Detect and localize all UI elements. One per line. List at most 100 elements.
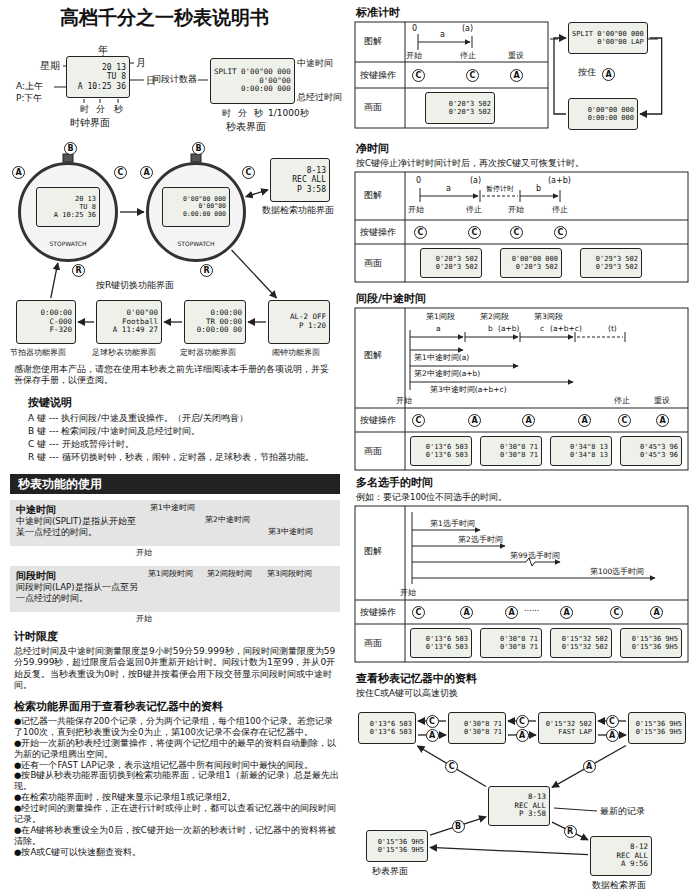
lcd-reading: 0'30"8 71 (500, 635, 538, 643)
lcd-screen: 0'20"3 5020'20"3 502 (425, 92, 495, 124)
key-button-letter: A (140, 166, 153, 179)
text-label: 按C键停止净计时时间计时后，再次按C键又可恢复计时。 (356, 158, 584, 169)
lcd-reading: 0'15"32 502 (562, 635, 608, 643)
lcd-reading: P 3:58 (297, 185, 326, 194)
connector-arrow (248, 321, 266, 322)
text-label: 总经过时间及中途时间测量限度是9小时59分59.999秒，间段时间测量限度为59… (14, 646, 339, 691)
lcd-reading: 0:00:00 000 (241, 85, 291, 94)
lcd-screen: 0'15"32 502FAST LAP (538, 712, 596, 744)
key-button-letter: A (578, 414, 591, 427)
connector-arrow (430, 817, 486, 835)
edge-label: C (426, 715, 439, 728)
text-label: 第3中途时间(a+b+c) (430, 385, 507, 394)
text-label: 画面 (364, 258, 382, 269)
text-label: 间段计数器 (152, 74, 197, 85)
text-label: 闹钟功能界面 (272, 348, 320, 358)
decor-line (410, 337, 463, 338)
decor-line (191, 154, 201, 162)
text-label: b (488, 324, 493, 333)
text-label: 重设 (508, 51, 524, 61)
decor-line (355, 22, 548, 128)
lcd-reading: C-000 (49, 318, 72, 327)
panel-heading: 中途时间 (16, 503, 140, 516)
lcd-reading: SPLIT 0'00"00 000 (214, 68, 291, 77)
lcd-screen: 0'13"6 5030'13"6 503 (410, 436, 472, 466)
decor-line (577, 337, 623, 338)
decor-line (420, 196, 478, 197)
text-label: 按键操作 (360, 415, 396, 426)
text-label: 停止 (466, 205, 482, 215)
bullet-item: ●在A键将秒表重设全为0后，按C键开始一次新的秒表计时，记忆器中的资料将被清除。 (14, 825, 339, 847)
bullet-item: ●在检索功能界面时，按R键来显示记录组1或记录组2。 (14, 792, 339, 803)
text-label: 足球秒表功能界面 (92, 348, 156, 358)
lcd-reading: 0'29"3 502 (596, 263, 638, 271)
lcd-reading: 0'00"00 000 (183, 196, 226, 203)
lcd-reading: 0'15"36 9H5 (378, 838, 424, 846)
connector-arrow (232, 250, 277, 298)
section-heading: 计时限度 (14, 630, 58, 644)
text-label: 第3间段 (534, 312, 563, 321)
lcd-reading: 8-13 (528, 793, 546, 802)
lcd-screen: AL-2 OFFP 1:20 (268, 300, 330, 344)
lcd-screen: 8-12REC ALLA 9:56 (590, 836, 652, 876)
text-label: 开始 (136, 614, 152, 624)
section-band: 秒表功能的使用 (10, 474, 340, 494)
decor-line (554, 808, 597, 811)
edge-label: A (516, 729, 529, 742)
key-button-letter: R (72, 264, 85, 277)
section-heading: 查看秒表记忆器中的资料 (356, 672, 477, 686)
lcd-reading: 0'30"8 71 (464, 720, 502, 728)
key-button-letter: A (656, 414, 669, 427)
text-label: 停止 (614, 396, 630, 406)
text-label: 秒表界面 (226, 121, 266, 133)
decor-line (412, 578, 655, 579)
lcd-reading: TU 8 (79, 203, 96, 211)
lcd-reading: A 9:56 (621, 860, 648, 869)
lcd-reading: 0'30"8 71 (464, 728, 502, 736)
lcd-reading: 0'13"6 503 (426, 443, 468, 451)
text-label: 画面 (364, 638, 382, 649)
lcd-reading: SPLIT 0'00"00 000 (572, 30, 644, 38)
connector-arrow (552, 822, 588, 840)
lcd-reading: 0:00:00 00 (197, 326, 242, 335)
decor-line (63, 154, 73, 162)
edge-label: A (583, 760, 596, 773)
lcd-reading: 0'30"8 71 (500, 643, 538, 651)
text-label: 节拍器功能界面 (10, 348, 66, 358)
lcd-reading: REC ALL (514, 802, 546, 811)
lcd-reading: A 10:25 36 (78, 82, 126, 91)
lcd-reading: Football (122, 318, 158, 327)
text-label: 按住C或A键可以高速切换 (356, 688, 458, 699)
key-button-letter: A (12, 166, 25, 179)
lcd-reading: 0:00:00 000 (588, 114, 634, 122)
lcd-screen: 0'15"36 9H50'15"36 9H5 (366, 830, 428, 862)
text-label: 感谢您使用本产品，请您在使用本秒表之前先详细阅读本手册的各项说明，并妥善保存手册… (14, 364, 336, 387)
section-heading: 按键说明 (28, 396, 72, 410)
lcd-reading: 0'13"6 503 (370, 728, 412, 736)
text-label: 图解 (364, 350, 382, 361)
text-label: ...... (524, 604, 539, 614)
lcd-reading: 0'00"00 (126, 309, 158, 318)
text-label: 分 (238, 108, 247, 119)
edge-label: A (426, 729, 439, 742)
text-label: 秒 (114, 104, 123, 115)
lcd-reading: 0'15"36 9H5 (632, 635, 678, 643)
text-label: 停止 (552, 205, 568, 215)
text-label: 第100选手时间 (590, 567, 644, 576)
decor-line (355, 172, 688, 282)
key-button-letter: C (242, 166, 255, 179)
lcd-reading: P 3:58 (519, 810, 546, 819)
decor-line (410, 366, 518, 367)
panel-body: 间段时间(LAP)是指从一点至另一点经过的时间。 (16, 582, 140, 604)
text-label: 数据检索功能界面 (262, 205, 334, 216)
text-label: 中途时间 (297, 58, 333, 69)
lcd-reading: 0'20"3 502 (516, 263, 558, 271)
lcd-reading: 0'15"36 9H5 (636, 720, 682, 728)
text-label: 按键操作 (360, 607, 396, 618)
connector-arrow (120, 211, 144, 212)
lcd-screen: 0'15"36 9H50'15"36 9H5 (628, 712, 686, 744)
text-label: 第2间段时间 (207, 569, 252, 578)
lcd-reading: 0:00:00 (40, 309, 72, 318)
text-label: 第2中途时间 (205, 515, 250, 524)
bullet-item: ●记忆器一共能保存200个记录，分为两个记录组，每个组100个记录。若您记录了1… (14, 716, 339, 738)
